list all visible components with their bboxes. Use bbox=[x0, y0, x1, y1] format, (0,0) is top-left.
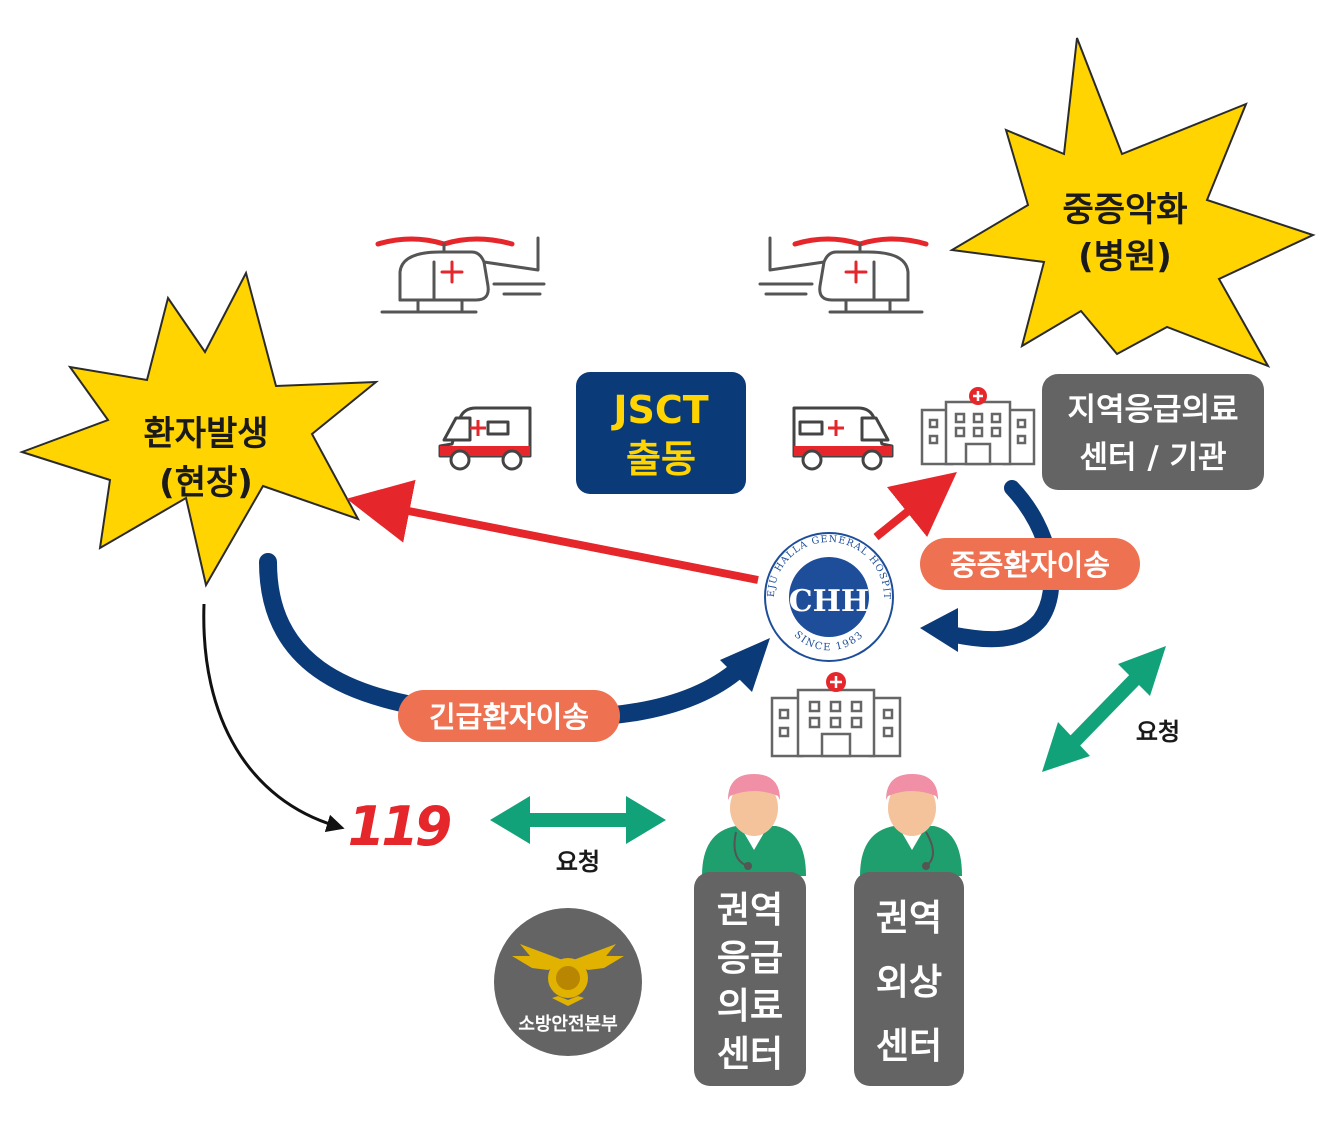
logo-119: 119 bbox=[348, 795, 455, 858]
regional-emergency-box: 권역 응급 의료 센터 bbox=[694, 872, 806, 1086]
svg-text:센터: 센터 bbox=[717, 1034, 783, 1075]
ambulance-right-icon bbox=[792, 406, 894, 471]
request-label-right: 요청 bbox=[1136, 718, 1180, 746]
svg-text:센터: 센터 bbox=[876, 1026, 942, 1067]
scene-burst: 환자발생 (현장) bbox=[18, 270, 379, 588]
request-arrow-left bbox=[490, 796, 666, 844]
helicopter-right-icon bbox=[758, 236, 929, 314]
request-arrow-right bbox=[1042, 646, 1166, 772]
request-label-left: 요청 bbox=[556, 848, 600, 876]
fire-dept-emblem: 소방안전본부 bbox=[494, 908, 642, 1056]
svg-text:권역: 권역 bbox=[876, 898, 942, 939]
svg-text:권역: 권역 bbox=[717, 890, 783, 931]
regional-center-line1: 지역응급의료 bbox=[1067, 392, 1238, 428]
doctor-regional-emergency-icon bbox=[702, 774, 806, 876]
dispatch-to-regional-arrow bbox=[873, 471, 957, 541]
jsct-box: JSCT 출동 bbox=[576, 372, 746, 494]
svg-text:의료: 의료 bbox=[717, 986, 783, 1027]
chh-logo-text: CHH bbox=[789, 584, 870, 619]
hospital-building-top-icon bbox=[920, 387, 1036, 466]
svg-text:외상: 외상 bbox=[876, 962, 942, 1003]
svg-text:응급: 응급 bbox=[717, 938, 783, 979]
jsct-subtitle: 출동 bbox=[626, 437, 696, 481]
svg-text:119: 119 bbox=[348, 795, 451, 858]
scene-subtitle: (현장) bbox=[159, 463, 253, 503]
dispatch-to-scene-arrow bbox=[346, 479, 759, 584]
hospital-burst-title: 중증악화 bbox=[1062, 190, 1187, 230]
regional-center-line2: 센터 / 기관 bbox=[1080, 440, 1227, 476]
jsct-title: JSCT bbox=[610, 388, 708, 432]
ambulance-left-icon bbox=[438, 406, 532, 471]
chh-logo: CHH CHEJU HALLA GENERAL HOSPITAL SINCE 1… bbox=[0, 0, 894, 662]
svg-text:긴급환자이송: 긴급환자이송 bbox=[429, 700, 589, 734]
hospital-building-chh-icon bbox=[770, 672, 902, 758]
hospital-burst: 중증악화 (병원) bbox=[948, 37, 1316, 368]
scene-title: 환자발생 bbox=[143, 414, 268, 454]
doctor-trauma-icon bbox=[860, 774, 962, 876]
helicopter-left-icon bbox=[375, 236, 546, 314]
trauma-center-box: 권역 외상 센터 bbox=[854, 872, 964, 1086]
eagle-emblem-icon bbox=[512, 944, 624, 1006]
report-to-119-arrow bbox=[202, 603, 345, 833]
severe-transfer-label: 중증환자이송 bbox=[920, 538, 1140, 590]
regional-center-box: 지역응급의료 센터 / 기관 bbox=[1042, 374, 1264, 490]
hospital-burst-subtitle: (병원) bbox=[1078, 237, 1172, 277]
svg-text:중증환자이송: 중증환자이송 bbox=[950, 548, 1110, 582]
emergency-transfer-label: 긴급환자이송 bbox=[398, 690, 620, 742]
severe-transfer-arrow bbox=[920, 480, 1060, 652]
fire-dept-label: 소방안전본부 bbox=[518, 1014, 617, 1035]
